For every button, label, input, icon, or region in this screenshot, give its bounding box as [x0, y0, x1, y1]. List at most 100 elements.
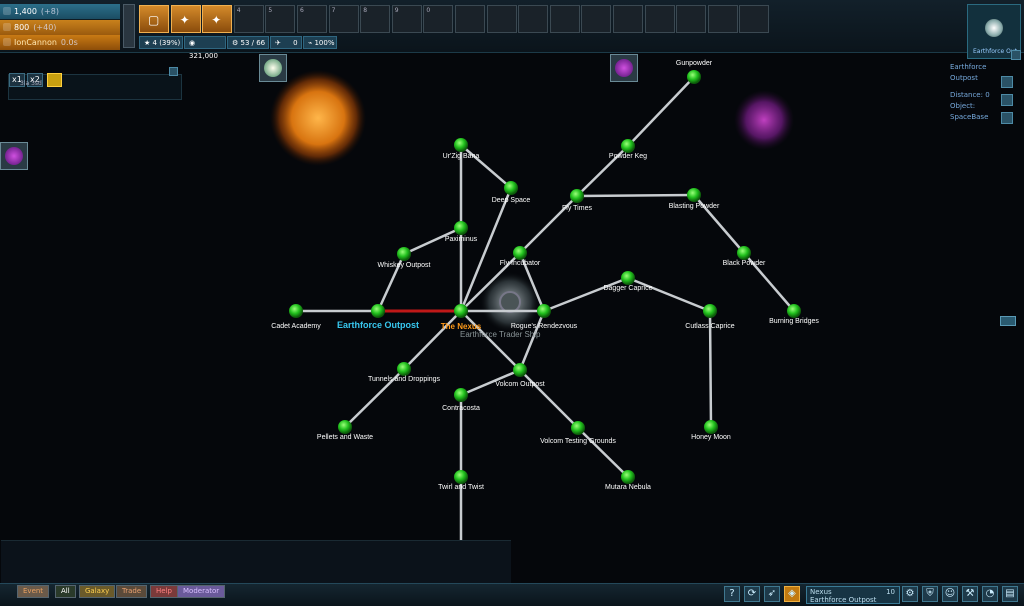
star-system-node[interactable]: Twirl and Twist — [438, 470, 484, 491]
star-system-marker[interactable] — [704, 420, 718, 434]
home-button[interactable] — [1001, 76, 1013, 88]
action-slot[interactable] — [739, 5, 770, 33]
star-system-marker[interactable] — [454, 470, 468, 484]
fit-view-button[interactable] — [47, 73, 62, 87]
action-slot[interactable] — [676, 5, 707, 33]
star-system-marker[interactable] — [454, 138, 468, 152]
star-system-marker[interactable] — [504, 181, 518, 195]
action-slot[interactable]: 9 — [391, 5, 422, 33]
star-system-marker[interactable] — [703, 304, 717, 318]
star-system-marker[interactable] — [537, 304, 551, 318]
selected-object-panel[interactable]: Earthforce Out — [967, 4, 1021, 59]
star-system-marker[interactable] — [787, 304, 801, 318]
star-system-marker[interactable] — [513, 363, 527, 377]
star-system-node[interactable]: Pellets and Waste — [317, 420, 373, 441]
star-system-marker[interactable] — [621, 470, 635, 484]
star-system-node[interactable]: Ur'Zig Bana — [443, 138, 480, 160]
time-icon[interactable]: ◔ — [982, 586, 998, 602]
action-slot[interactable]: 4 — [233, 5, 264, 33]
star-system-node[interactable]: Cadet Academy — [271, 304, 321, 330]
chat-tab-help[interactable]: Help — [150, 585, 178, 598]
star-system-marker[interactable] — [570, 189, 584, 203]
action-slot[interactable] — [707, 5, 738, 33]
action-slot[interactable] — [581, 5, 612, 33]
star-system-marker[interactable] — [621, 271, 635, 285]
refresh-icon[interactable]: ⟳ — [744, 586, 760, 602]
star-system-node[interactable]: Fly Times — [562, 189, 592, 212]
action-slot[interactable]: 7 — [328, 5, 359, 33]
zoom-x1-button[interactable]: x1 — [9, 73, 25, 87]
action-slot[interactable] — [549, 5, 580, 33]
star-system-node[interactable]: Blasting Powder — [669, 188, 720, 210]
planet-shortcut-purple[interactable] — [610, 54, 638, 82]
star-system-marker[interactable] — [737, 246, 751, 260]
scroll-up-button[interactable] — [1001, 94, 1013, 106]
star-system-node[interactable]: Deep Space — [492, 181, 531, 204]
star-system-marker[interactable] — [454, 304, 468, 318]
star-system-marker[interactable] — [338, 420, 352, 434]
star-system-node[interactable]: Honey Moon — [691, 420, 731, 441]
action-slot[interactable] — [518, 5, 549, 33]
star-system-node[interactable]: Volcom Outpost — [495, 363, 545, 388]
action-slot[interactable]: ✦ — [170, 5, 201, 33]
star-system-node[interactable]: Fly Incubator — [500, 246, 541, 267]
chat-tab-galaxy[interactable]: Galaxy — [79, 585, 116, 598]
close-panel-button[interactable] — [1011, 50, 1021, 60]
menu-icon[interactable]: ▤ — [1002, 586, 1018, 602]
action-slot[interactable]: 6 — [297, 5, 327, 33]
build-icon[interactable]: ⚒ — [962, 586, 978, 602]
action-slot[interactable]: 8 — [360, 5, 391, 33]
action-slot[interactable] — [455, 5, 485, 33]
shield-icon[interactable]: ⛨ — [922, 586, 938, 602]
star-system-marker[interactable] — [289, 304, 303, 318]
scroll-down-button[interactable] — [1001, 112, 1013, 124]
action-slot[interactable] — [486, 5, 517, 33]
panel-close[interactable] — [169, 67, 178, 76]
zoom-x2-button[interactable]: x2 — [27, 73, 43, 87]
star-system-node[interactable]: Tunnels and Droppings — [368, 362, 441, 383]
star-system-node[interactable]: Burning Bridges — [769, 304, 819, 325]
action-slot[interactable]: 5 — [265, 5, 296, 33]
settings-icon[interactable]: ⚙ — [902, 586, 918, 602]
star-system-node[interactable]: Mutara Nebula — [605, 470, 651, 491]
star-system-node[interactable]: Volcom Testing Grounds — [540, 421, 616, 445]
star-system-marker[interactable] — [454, 221, 468, 235]
action-slot[interactable] — [613, 5, 643, 33]
pilot-icon[interactable]: ☺ — [942, 586, 958, 602]
action-slot[interactable]: 0 — [423, 5, 454, 33]
star-system-marker[interactable] — [371, 304, 385, 318]
star-system-marker[interactable] — [621, 139, 635, 153]
star-system-marker[interactable] — [397, 247, 411, 261]
planet-shortcut-sun[interactable] — [259, 54, 287, 82]
star-system-marker[interactable] — [687, 188, 701, 202]
fleet-icon[interactable]: ➶ — [764, 586, 780, 602]
chat-tab-trade[interactable]: Trade — [116, 585, 148, 598]
planet-shortcut-left[interactable] — [0, 142, 28, 170]
star-system-node[interactable]: Gunpowder — [676, 60, 713, 84]
map-mode-icon[interactable]: ◈ — [784, 586, 800, 602]
star-system-node[interactable]: Contracosta — [442, 388, 480, 412]
chat-tab-event[interactable]: Event — [17, 585, 50, 598]
star-system-marker[interactable] — [397, 362, 411, 376]
toolbar-scroll[interactable] — [123, 4, 135, 48]
help-icon[interactable]: ? — [724, 586, 740, 602]
star-system-marker[interactable] — [571, 421, 585, 435]
star-system-marker[interactable] — [454, 388, 468, 402]
star-system-marker[interactable] — [687, 70, 701, 84]
star-system-node[interactable]: Powder Keg — [609, 139, 647, 160]
action-slot[interactable] — [644, 5, 675, 33]
star-system-node[interactable]: Black Powder — [723, 246, 766, 267]
side-expand-tab[interactable] — [1000, 316, 1016, 326]
chat-area[interactable] — [1, 540, 511, 583]
star-system-node[interactable]: Dagger Caprice — [603, 271, 653, 292]
star-system-node[interactable]: Whiskey Outpost — [378, 247, 431, 269]
star-system-node[interactable]: Cutlass Caprice — [685, 304, 735, 330]
action-slot[interactable]: ▢ — [139, 5, 169, 33]
chat-tab-all[interactable]: All — [55, 585, 76, 598]
star-system-marker[interactable] — [513, 246, 527, 260]
star-system-node[interactable]: The Nexus — [441, 304, 482, 331]
